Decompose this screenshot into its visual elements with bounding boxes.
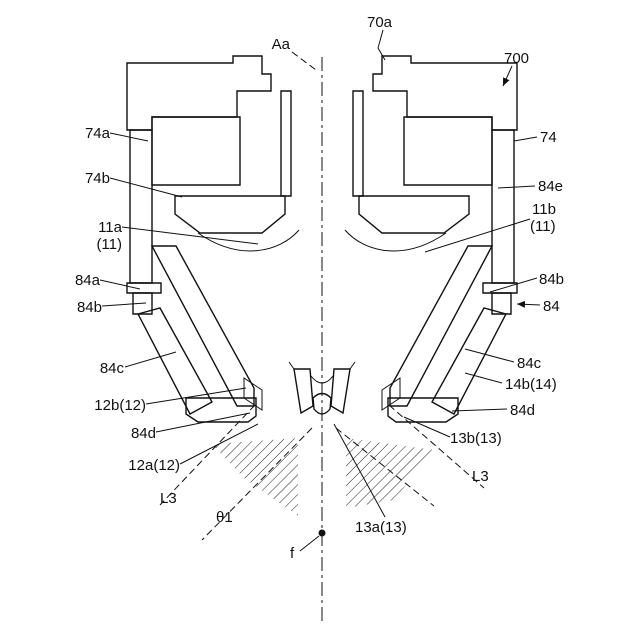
ray-inner-right bbox=[335, 427, 435, 507]
label-700: 700 bbox=[504, 50, 529, 67]
cup-left-wall-section bbox=[293, 368, 314, 415]
label-12b: 12b(12) bbox=[94, 397, 146, 414]
label-theta1: θ1 bbox=[216, 509, 233, 526]
focal-point-dot bbox=[318, 529, 326, 537]
reference-labels: 70a Aa 700 74a 74b 11a (11) 84a 84b 84c … bbox=[75, 14, 564, 562]
wall-84b-section bbox=[132, 292, 153, 315]
ray-L3-left bbox=[159, 404, 256, 506]
label-84d-right: 84d bbox=[510, 402, 535, 419]
funnel-wall-section bbox=[150, 245, 255, 407]
leader-84 bbox=[516, 300, 541, 308]
leader-14b bbox=[464, 372, 503, 384]
label-70a: 70a bbox=[367, 14, 393, 31]
lens13a-body bbox=[312, 392, 332, 415]
label-74b: 74b bbox=[85, 170, 110, 187]
leader-11a bbox=[121, 226, 259, 245]
label-13b: 13b(13) bbox=[450, 430, 502, 447]
label-11b-sub: (11) bbox=[530, 218, 556, 235]
label-84b-right: 84b bbox=[539, 271, 564, 288]
leader-12a bbox=[179, 423, 259, 465]
label-L3-left: L3 bbox=[160, 490, 177, 507]
leader-f bbox=[299, 535, 320, 552]
cup-rim-right-line bbox=[349, 361, 356, 370]
leader-84c-left bbox=[124, 351, 177, 368]
leader-Aa bbox=[291, 51, 317, 71]
skirt-84c-section bbox=[136, 307, 213, 415]
leader-84d-left bbox=[155, 412, 251, 433]
lens11-surface-line bbox=[197, 229, 300, 252]
leader-13b bbox=[403, 416, 451, 438]
leader-84a bbox=[99, 279, 141, 290]
leader-74a bbox=[109, 132, 149, 142]
leader-11b bbox=[424, 218, 531, 253]
label-L3-right: L3 bbox=[472, 468, 489, 485]
label-84e: 84e bbox=[538, 178, 563, 195]
label-f: f bbox=[290, 545, 295, 562]
label-74: 74 bbox=[540, 129, 557, 146]
label-84c-right: 84c bbox=[517, 355, 542, 372]
leader-84b-right bbox=[489, 277, 538, 293]
inner-block-section bbox=[151, 116, 241, 186]
leader-13a bbox=[333, 423, 386, 518]
label-74a: 74a bbox=[85, 125, 111, 142]
label-84b-left: 84b bbox=[77, 299, 102, 316]
label-84a: 84a bbox=[75, 272, 101, 289]
leader-70a bbox=[377, 29, 386, 61]
leader-84d-right bbox=[451, 408, 508, 412]
tab-84a-section bbox=[126, 282, 162, 294]
label-12a: 12a(12) bbox=[128, 457, 180, 474]
leader-700 bbox=[502, 65, 513, 87]
leader-74 bbox=[513, 136, 538, 142]
label-11a: 11a bbox=[98, 219, 123, 236]
cup-right-wall-section bbox=[330, 368, 351, 415]
center-tube-section bbox=[280, 90, 292, 197]
cup-rim-left-line bbox=[288, 361, 295, 370]
lens-flange-section bbox=[174, 195, 286, 234]
center-lens-cup bbox=[288, 361, 356, 415]
leader-84b-left bbox=[101, 302, 147, 307]
housing-left-half bbox=[126, 55, 300, 423]
housing-right-half bbox=[344, 55, 518, 423]
label-84: 84 bbox=[543, 298, 560, 315]
left-ray-hatch-wedge bbox=[212, 438, 298, 516]
label-14b: 14b(14) bbox=[505, 376, 557, 393]
top-flange-section bbox=[126, 55, 272, 131]
label-84d-left: 84d bbox=[131, 425, 156, 442]
foot-84d-section bbox=[185, 397, 257, 423]
label-84c-left: 84c bbox=[100, 360, 125, 377]
leader-12b bbox=[145, 387, 247, 405]
right-ray-hatch-wedge bbox=[346, 438, 434, 508]
lens12-outline bbox=[243, 377, 263, 411]
ray-L3-right bbox=[388, 404, 485, 489]
leader-84e bbox=[497, 185, 536, 189]
leader-84c-right bbox=[464, 348, 515, 363]
leader-lines bbox=[99, 29, 541, 552]
label-13a: 13a(13) bbox=[355, 519, 407, 536]
outer-wall-section bbox=[129, 129, 153, 284]
label-Aa: Aa bbox=[272, 36, 291, 53]
label-11b: 11b bbox=[532, 201, 556, 218]
label-11a-sub: (11) bbox=[96, 236, 122, 253]
leader-74b bbox=[109, 177, 183, 198]
ray-theta-left bbox=[201, 427, 313, 541]
